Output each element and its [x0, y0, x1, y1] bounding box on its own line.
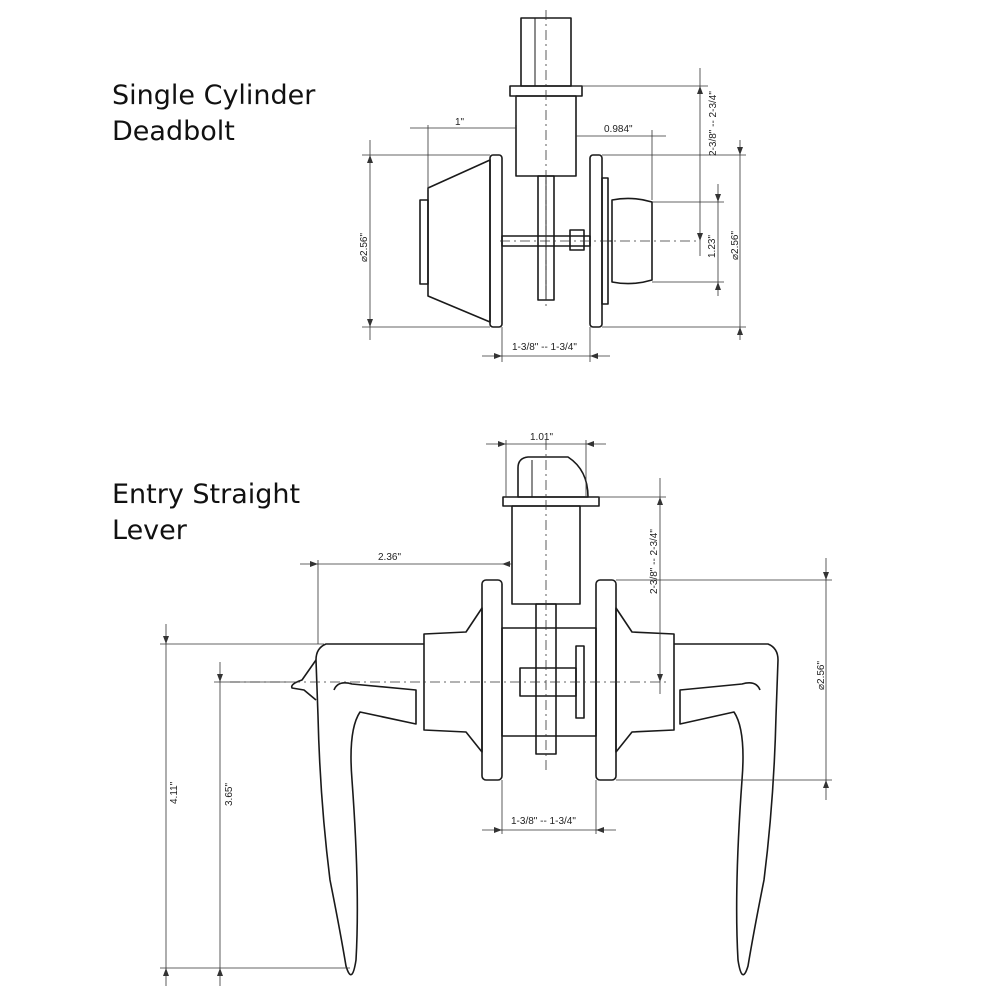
deadbolt-drawing: 1" 0.984" 2-3/8" -- 2-3/4" 1.23" ⌀2.56" … [359, 10, 746, 362]
lever-title-line-2: Lever [112, 515, 187, 546]
lever-faceplate [502, 496, 600, 507]
deadbolt-dim-dia-right: ⌀2.56" [730, 231, 741, 260]
lever-outside-handle [315, 643, 424, 976]
deadbolt-title: Single Cylinder Deadbolt [112, 78, 315, 150]
deadbolt-keyway [419, 199, 429, 285]
lever-dim-dia-right: ⌀2.56" [816, 661, 827, 690]
lever-dim-411: 4.11" [169, 781, 180, 804]
deadbolt-dim-door: 1-3/8" -- 1-3/4" [512, 342, 577, 353]
lever-title-line-1: Entry Straight [112, 479, 301, 510]
deadbolt-title-line-2: Deadbolt [112, 116, 235, 147]
lever-inner-hub [615, 607, 675, 753]
deadbolt-dim-0984: 0.984" [604, 124, 633, 135]
lever-dim-365: 3.65" [224, 783, 235, 806]
lever-dim-101: 1.01" [530, 432, 553, 443]
lever-drawing: 1.01" 2-3/8" -- 2-3/4" 2.36" ⌀2.56" 4.11… [160, 432, 832, 986]
lever-latch-bolt [517, 456, 589, 498]
deadbolt-title-line-1: Single Cylinder [112, 80, 316, 111]
lever-outer-hub [423, 607, 483, 753]
lever-outside-key-end [290, 659, 317, 701]
deadbolt-dim-backset: 2-3/8" -- 2-3/4" [708, 91, 719, 156]
lever-dim-backset: 2-3/8" -- 2-3/4" [649, 529, 660, 594]
lever-dim-door: 1-3/8" -- 1-3/4" [511, 816, 576, 827]
deadbolt-spindle-nut [569, 229, 585, 251]
lever-cam [519, 667, 577, 697]
lever-dim-236: 2.36" [378, 552, 401, 563]
lever-inner-rose [595, 579, 617, 781]
lever-outer-rose [481, 579, 503, 781]
lever-inside-handle [674, 643, 779, 976]
deadbolt-dim-1: 1" [455, 117, 465, 128]
deadbolt-dim-dia-left: ⌀2.56" [359, 233, 370, 262]
deadbolt-thumbturn [611, 197, 653, 285]
lever-title: Entry Straight Lever [112, 477, 300, 549]
deadbolt-cylinder-body [427, 159, 491, 323]
deadbolt-dim-123: 1.23" [707, 235, 718, 258]
